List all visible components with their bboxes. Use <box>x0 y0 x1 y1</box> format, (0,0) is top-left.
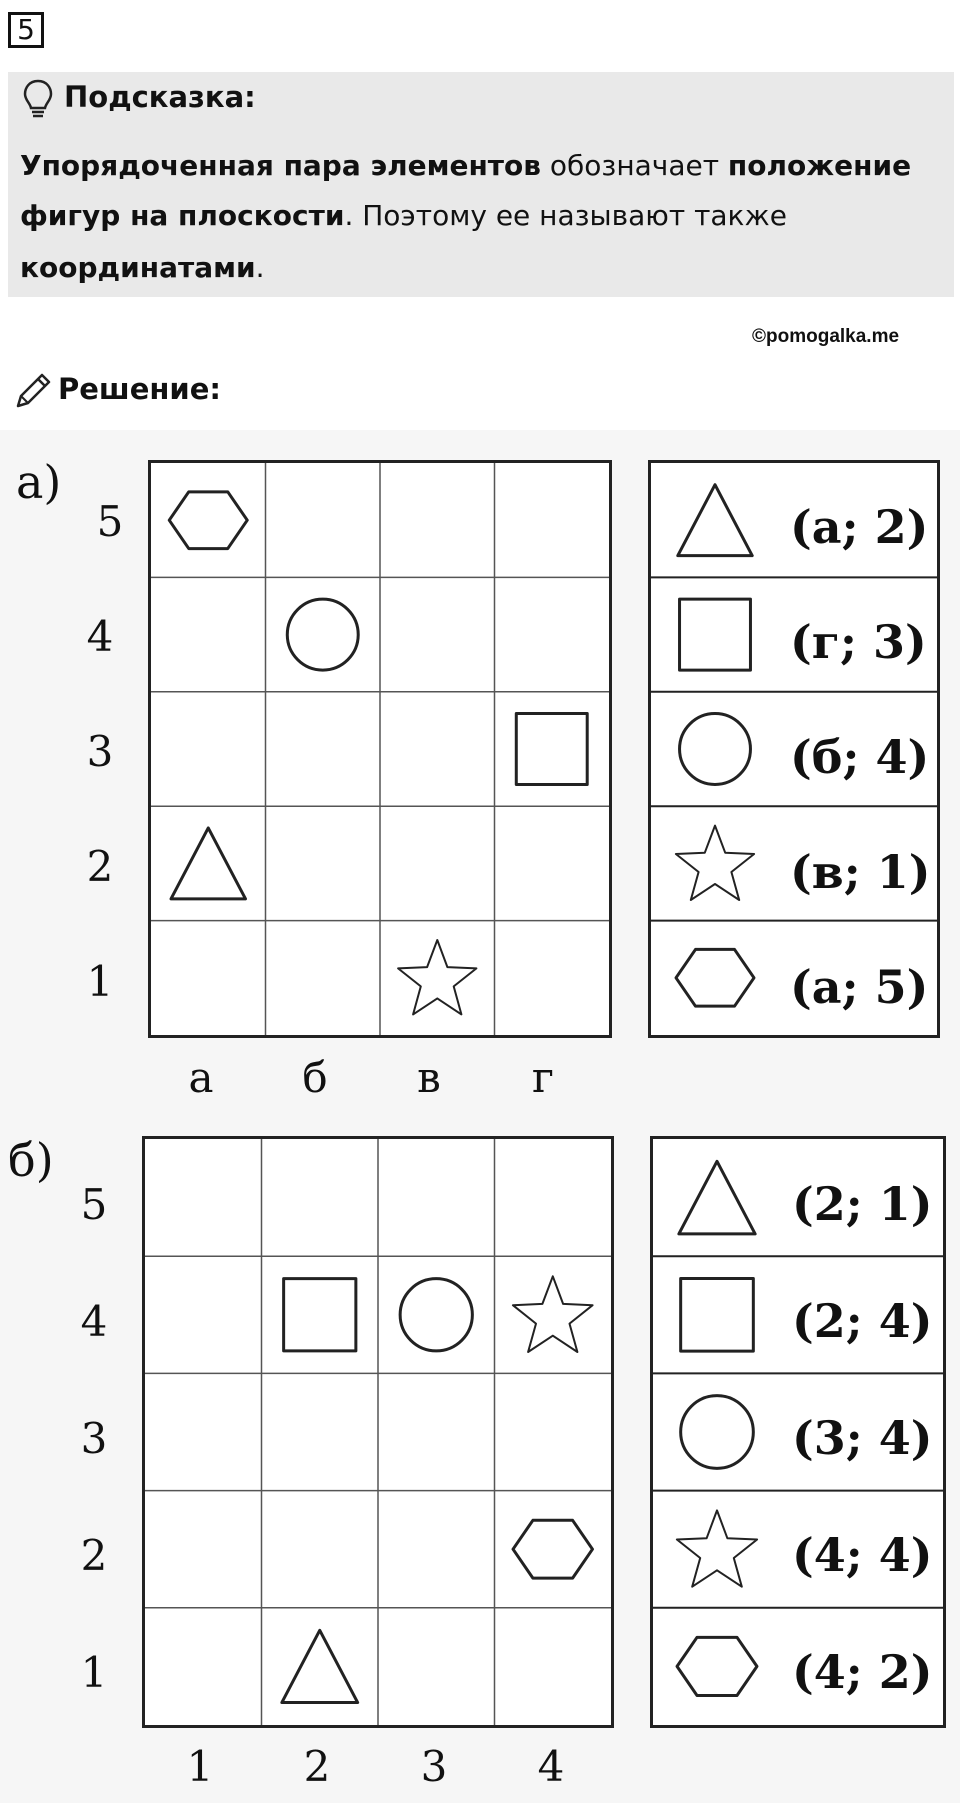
legend-coord: (2; 4) <box>792 1294 933 1348</box>
legend-coord: (а; 2) <box>790 500 929 554</box>
triangle-shape <box>677 1159 757 1236</box>
circle-shape <box>285 597 360 672</box>
row-label: 1 <box>80 1648 108 1697</box>
col-label: в <box>417 1053 441 1102</box>
row-label: 1 <box>86 957 114 1006</box>
col-label: 2 <box>303 1742 331 1791</box>
grid-shapes <box>145 1139 611 1725</box>
lightbulb-icon <box>22 78 54 124</box>
part-b-label: б) <box>8 1133 54 1187</box>
legend-b <box>650 1136 946 1728</box>
star-shape <box>397 939 478 1016</box>
legend-coord: (а; 5) <box>790 960 929 1014</box>
hexagon-shape <box>511 1518 594 1580</box>
square-shape <box>679 1276 755 1353</box>
row-label: 5 <box>96 497 124 546</box>
triangle-shape <box>676 483 754 558</box>
triangle-shape <box>169 826 247 901</box>
square-shape <box>514 712 589 786</box>
pencil-icon <box>12 370 54 416</box>
hint-line-1: Упорядоченная пара элементов обозначает … <box>20 149 912 182</box>
row-label: 2 <box>86 842 114 891</box>
hint-line-2: фигур на плоскости. Поэтому ее называют … <box>20 199 787 232</box>
col-label: г <box>531 1053 554 1102</box>
star-shape <box>674 824 756 901</box>
copyright-text: ©pomogalka.me <box>752 326 900 347</box>
task-number: 5 <box>8 12 44 48</box>
legend-a <box>648 460 940 1038</box>
col-label: б <box>302 1053 328 1102</box>
triangle-shape <box>280 1628 360 1705</box>
row-label: 2 <box>80 1531 108 1580</box>
legend-shapes <box>651 483 937 1008</box>
circle-shape <box>398 1277 474 1353</box>
grid-a <box>148 460 612 1038</box>
star-shape <box>675 1509 759 1588</box>
legend-shapes <box>653 1159 943 1697</box>
circle-shape <box>678 712 752 786</box>
hint-box <box>8 72 954 297</box>
col-label: 4 <box>537 1742 565 1791</box>
square-shape <box>678 597 752 672</box>
hexagon-shape <box>167 490 249 551</box>
legend-coord: (2; 1) <box>792 1177 933 1231</box>
circle-shape <box>679 1394 755 1470</box>
solution-title: Решение: <box>58 372 222 406</box>
col-label: а <box>188 1053 214 1102</box>
hexagon-shape <box>675 1635 759 1697</box>
row-label: 3 <box>80 1414 108 1463</box>
row-label: 4 <box>86 612 114 661</box>
hexagon-shape <box>674 947 756 1008</box>
grid-shapes <box>151 463 609 1035</box>
legend-coord: (4; 4) <box>792 1528 933 1582</box>
legend-coord: (б; 4) <box>790 730 930 784</box>
legend-coord: (в; 1) <box>790 845 931 899</box>
legend-coord: (4; 2) <box>792 1645 933 1699</box>
hint-title: Подсказка: <box>64 80 256 114</box>
legend-coord: (3; 4) <box>792 1411 933 1465</box>
grid-b <box>142 1136 614 1728</box>
row-label: 5 <box>80 1180 108 1229</box>
part-a-label: а) <box>16 455 62 509</box>
square-shape <box>282 1277 358 1353</box>
col-label: 1 <box>186 1742 214 1791</box>
hint-line-3: координатами. <box>20 251 265 284</box>
star-shape <box>511 1275 594 1353</box>
row-label: 3 <box>86 727 114 776</box>
row-label: 4 <box>80 1297 108 1346</box>
legend-coord: (г; 3) <box>790 615 927 669</box>
col-label: 3 <box>420 1742 448 1791</box>
